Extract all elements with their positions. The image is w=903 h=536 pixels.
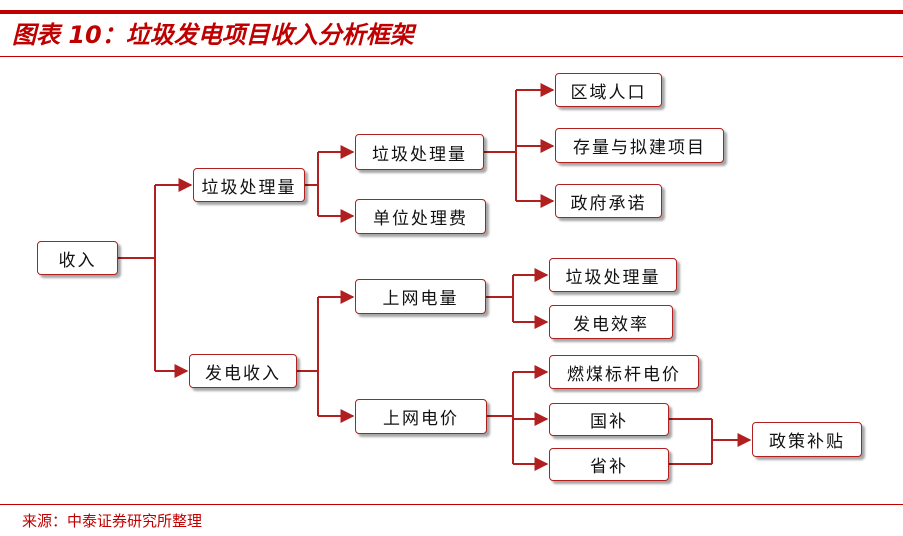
node-power-revenue: 发电收入 — [189, 354, 297, 388]
connector-gridprice-trunk — [487, 372, 514, 464]
node-coal-benchmark: 燃煤标杆电价 — [549, 355, 699, 389]
connector-revenue-trunk — [118, 185, 156, 371]
connector-gridpower-trunk — [486, 275, 514, 322]
top-rule — [0, 10, 903, 14]
node-provincial-subsidy: 省补 — [549, 448, 669, 481]
node-grid-power: 上网电量 — [355, 279, 486, 314]
node-policy-subsidy: 政策补贴 — [752, 422, 862, 457]
node-garbage-volume-2: 垃圾处理量 — [355, 134, 484, 170]
node-national-subsidy: 国补 — [549, 403, 669, 436]
node-grid-price: 上网电价 — [355, 399, 487, 434]
title-rule — [0, 56, 903, 57]
node-gov-commitment: 政府承诺 — [555, 184, 662, 218]
node-garbage-volume-3: 垃圾处理量 — [549, 258, 677, 292]
node-existing-projects: 存量与拟建项目 — [555, 128, 724, 163]
node-revenue: 收入 — [37, 241, 118, 275]
connector-garbage2-trunk — [484, 90, 517, 201]
node-garbage-volume: 垃圾处理量 — [193, 168, 305, 202]
node-regional-population: 区域人口 — [555, 73, 662, 107]
node-power-efficiency: 发电效率 — [549, 305, 673, 339]
source-note: 来源：中泰证券研究所整理 — [22, 512, 203, 530]
connector-power-trunk — [297, 297, 319, 416]
page-title: 图表 10：垃圾发电项目收入分析框架 — [12, 21, 414, 49]
connector-garbage-trunk — [305, 152, 319, 216]
footer-rule — [0, 504, 903, 505]
node-unit-fee: 单位处理费 — [355, 199, 486, 234]
connector-subsidy-merge — [669, 418, 713, 465]
